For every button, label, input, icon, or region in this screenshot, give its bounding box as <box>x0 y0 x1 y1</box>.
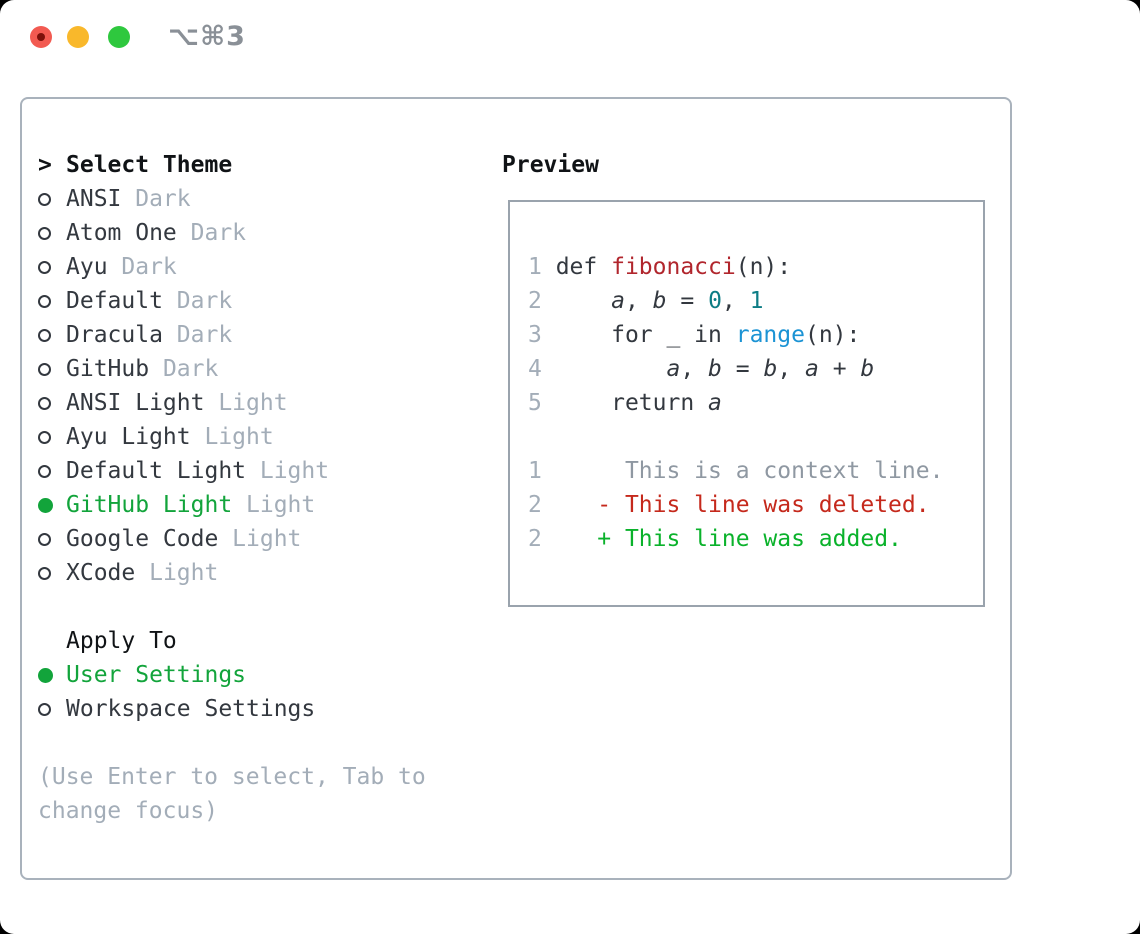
radio-unselected-icon <box>38 464 51 478</box>
preview-line: 5 return a <box>528 390 722 416</box>
spacer <box>38 590 468 624</box>
theme-option-github-light[interactable]: GitHub Light Light <box>38 488 468 522</box>
radio-unselected-icon <box>38 532 51 546</box>
radio-unselected-icon <box>38 328 51 342</box>
radio-icon <box>38 667 66 683</box>
select-theme-header: > Select Theme <box>38 148 468 182</box>
radio-icon <box>38 396 66 410</box>
apply-option-label: User Settings <box>66 662 247 688</box>
theme-option-ayu-light[interactable]: Ayu Light Light <box>38 420 468 454</box>
radio-icon <box>38 260 66 274</box>
theme-option-ansi-light[interactable]: ANSI Light Light <box>38 386 468 420</box>
close-button[interactable] <box>30 26 52 48</box>
preview-line: 1 def fibonacci(n): <box>528 254 792 280</box>
radio-icon <box>38 497 66 513</box>
theme-option-ansi[interactable]: ANSI Dark <box>38 182 468 216</box>
preview-line: 2 + This line was added. <box>528 526 902 552</box>
radio-unselected-icon <box>38 430 51 444</box>
radio-icon <box>38 328 66 342</box>
radio-unselected-icon <box>38 294 51 308</box>
theme-name: Default Light <box>66 458 247 484</box>
radio-unselected-icon <box>38 192 51 206</box>
preview-line: 3 for _ in range(n): <box>528 322 861 348</box>
radio-icon <box>38 192 66 206</box>
theme-name: ANSI Light <box>66 390 205 416</box>
radio-icon <box>38 362 66 376</box>
minimize-button[interactable] <box>67 26 89 48</box>
theme-variant: Light <box>246 492 316 518</box>
theme-variant: Dark <box>121 254 177 280</box>
theme-variant: Light <box>204 424 274 450</box>
theme-variant: Dark <box>190 220 247 246</box>
radio-icon <box>38 566 66 580</box>
radio-icon <box>38 464 66 478</box>
radio-selected-icon <box>38 667 53 683</box>
theme-name: Atom One <box>66 220 177 246</box>
unsaved-changes-dot-icon <box>37 33 45 41</box>
radio-unselected-icon <box>38 260 51 274</box>
preview-line: 4 a, b = b, a + b <box>528 356 875 382</box>
theme-variant: Light <box>149 560 219 586</box>
theme-option-github[interactable]: GitHub Dark <box>38 352 468 386</box>
window-title: ⌥⌘3 <box>168 21 246 52</box>
radio-icon <box>38 702 66 716</box>
cursor-arrow-icon: > <box>38 152 52 178</box>
preview-line: 1 This is a context line. <box>528 458 944 484</box>
theme-name: Google Code <box>66 526 219 552</box>
preview-line: 2 - This line was deleted. <box>528 492 930 518</box>
radio-unselected-icon <box>38 362 51 376</box>
theme-option-ayu[interactable]: Ayu Dark <box>38 250 468 284</box>
apply-option-user-settings[interactable]: User Settings <box>38 658 468 692</box>
spacer <box>38 726 468 760</box>
theme-variant: Light <box>232 526 302 552</box>
preview-header: Preview <box>502 152 599 178</box>
theme-variant: Light <box>218 390 288 416</box>
radio-unselected-icon <box>38 396 51 410</box>
radio-icon <box>38 226 66 240</box>
theme-option-default-light[interactable]: Default Light Light <box>38 454 468 488</box>
theme-variant: Dark <box>176 322 233 348</box>
theme-name: GitHub Light <box>66 492 233 518</box>
theme-option-xcode[interactable]: XCode Light <box>38 556 468 590</box>
apply-to-header: Apply To <box>38 624 468 658</box>
theme-variant: Dark <box>162 356 219 382</box>
radio-icon <box>38 294 66 308</box>
radio-selected-icon <box>38 497 53 513</box>
theme-name: ANSI <box>66 186 122 212</box>
radio-unselected-icon <box>38 566 51 580</box>
theme-option-dracula[interactable]: Dracula Dark <box>38 318 468 352</box>
theme-name: Default <box>66 288 163 314</box>
apply-option-workspace-settings[interactable]: Workspace Settings <box>38 692 468 726</box>
theme-name: Dracula <box>66 322 163 348</box>
zoom-button[interactable] <box>108 26 130 48</box>
radio-unselected-icon <box>38 702 51 716</box>
radio-icon <box>38 532 66 546</box>
theme-name: GitHub <box>66 356 150 382</box>
theme-variant: Dark <box>176 288 233 314</box>
radio-icon <box>38 430 66 444</box>
apply-to-label: Apply To <box>66 628 177 654</box>
theme-name: Ayu Light <box>66 424 191 450</box>
preview-line <box>528 420 983 454</box>
select-theme-label: Select Theme <box>66 152 233 178</box>
theme-option-atom-one[interactable]: Atom One Dark <box>38 216 468 250</box>
theme-name: Ayu <box>66 254 108 280</box>
theme-option-default[interactable]: Default Dark <box>38 284 468 318</box>
theme-variant: Light <box>259 458 330 484</box>
radio-unselected-icon <box>38 226 51 240</box>
preview-line: 2 a, b = 0, 1 <box>528 288 764 314</box>
theme-option-google-code[interactable]: Google Code Light <box>38 522 468 556</box>
hint-text: (Use Enter to select, Tab to change focu… <box>38 764 426 824</box>
apply-option-label: Workspace Settings <box>66 696 316 722</box>
theme-name: XCode <box>66 560 136 586</box>
preview-pane: 1 def fibonacci(n): 2 a, b = 0, 1 3 for _ … <box>508 200 985 607</box>
theme-variant: Dark <box>135 186 191 212</box>
